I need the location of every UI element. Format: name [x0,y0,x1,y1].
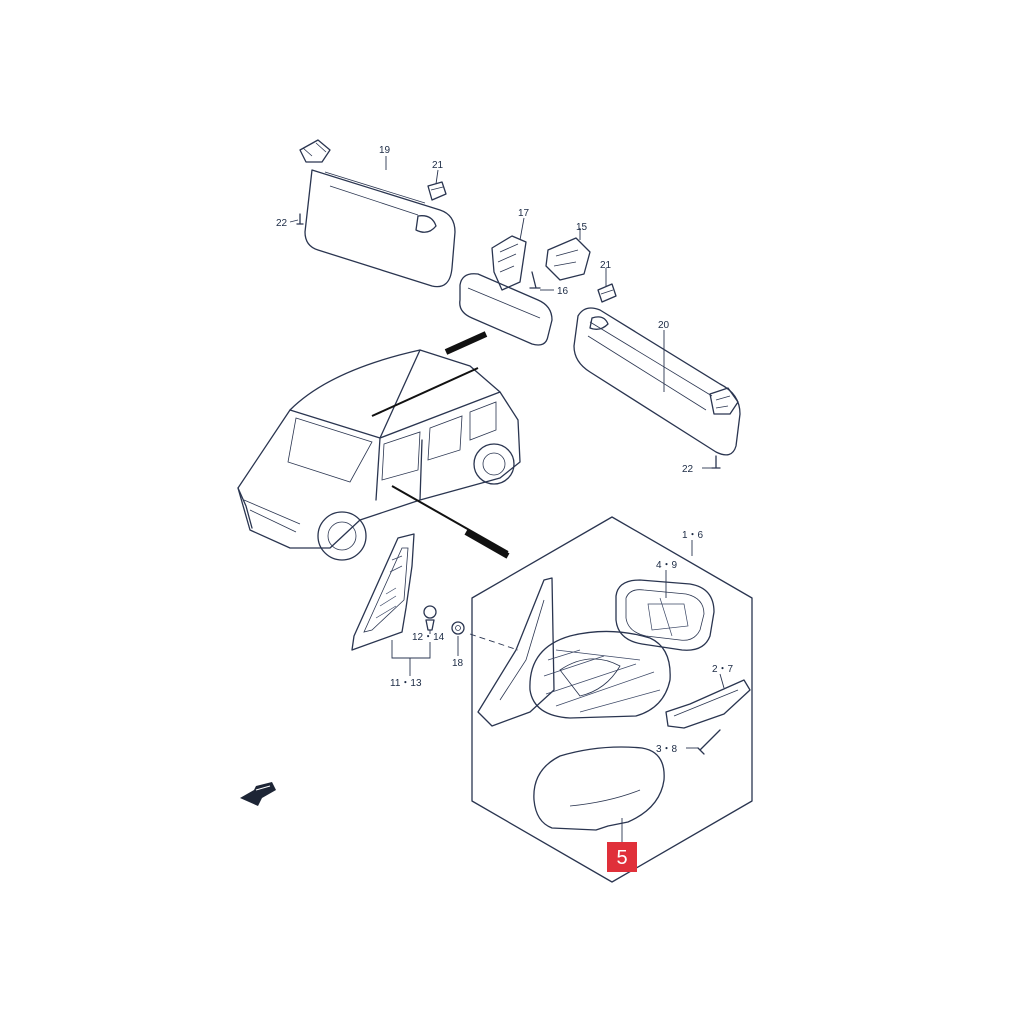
label-21-left: 21 [432,160,444,171]
sun-visor-left [299,139,456,288]
label-18: 18 [452,658,464,669]
turn-signal-lamp [665,679,751,729]
label-12-14: 12・14 [412,632,445,643]
rear-view-mirror [459,235,553,346]
label-21-right: 21 [600,260,612,271]
label-15: 15 [576,222,588,233]
mirror-cover [533,746,665,831]
front-direction-arrow-icon [240,782,276,806]
leader-lines [289,156,725,842]
grommet-12-14 [423,605,437,631]
label-17: 17 [518,208,530,219]
visor-clip-right [597,283,617,303]
screw-right [711,455,721,469]
dashed-leader [469,633,519,651]
label-19: 19 [379,145,391,156]
small-screw-16 [529,271,541,289]
screw-3-8 [697,729,721,755]
label-20: 20 [658,320,670,331]
callout-box [607,842,637,872]
label-16: 16 [557,286,569,297]
label-11-13: 11・13 [390,678,422,689]
label-22-right: 22 [682,464,694,475]
callout-5: 5 [607,842,637,872]
callout-text: 5 [616,847,627,869]
car-illustration [237,349,521,561]
grommet-18 [451,621,465,635]
assembly-box [471,516,753,883]
mirror-housing [529,630,671,719]
mirror-glass [615,579,715,651]
label-2-7: 2・7 [712,664,734,675]
door-mirror-garnish [351,533,415,651]
screw-left [296,213,304,225]
mirror-base [477,577,555,727]
label-1-6: 1・6 [682,530,704,541]
label-22-left: 22 [276,218,288,229]
label-3-8: 3・8 [656,744,678,755]
leader-bars [371,331,510,559]
sun-visor-right [573,307,741,456]
visor-clip-left [427,181,447,201]
label-4-9: 4・9 [656,560,678,571]
mirror-mount-clip [545,237,591,281]
